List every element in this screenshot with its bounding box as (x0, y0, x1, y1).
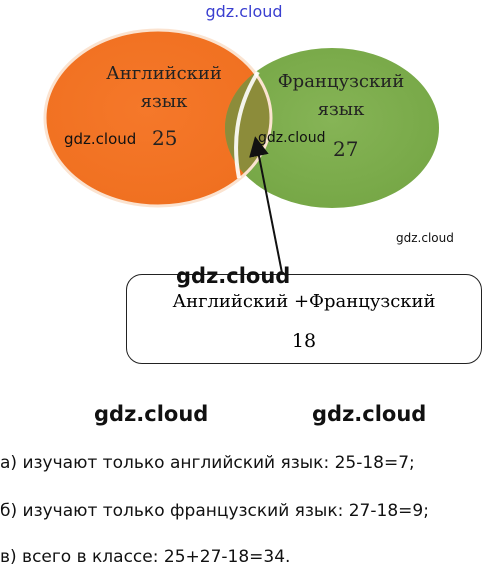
intersection-box: Английский +Французский 18 (126, 274, 482, 364)
watermark: gdz.cloud (205, 2, 283, 21)
answer-line-a: а) изучают только английский язык: 25-18… (0, 453, 415, 473)
watermark: gdz.cloud (396, 231, 454, 245)
answer-line-b: б) изучают только французский язык: 27-1… (0, 501, 429, 521)
english-label-line2: язык (140, 91, 188, 112)
intersection-label: Английский +Французский (172, 291, 436, 312)
french-set-circle (225, 48, 439, 208)
french-label: Французский язык (266, 68, 416, 124)
watermark: gdz.cloud (312, 402, 427, 426)
arrow-line (249, 136, 284, 279)
french-label-line1: Французский (277, 71, 405, 92)
watermark: gdz.cloud (258, 130, 326, 146)
english-value: 25 (152, 126, 178, 150)
watermark: gdz.cloud (94, 402, 209, 426)
intersection-value: 18 (291, 330, 317, 352)
english-label-line1: Английский (106, 63, 222, 84)
english-set-circle (45, 30, 271, 206)
french-label-line2: язык (317, 99, 365, 120)
french-value: 27 (333, 137, 359, 161)
watermark: gdz.cloud (176, 264, 291, 288)
english-set-outline (43, 28, 273, 208)
overlap-edge (234, 70, 260, 179)
english-label: Английский язык (96, 60, 232, 116)
answer-line-c: в) всего в классе: 25+27-18=34. (0, 547, 291, 567)
watermark: gdz.cloud (64, 130, 137, 148)
